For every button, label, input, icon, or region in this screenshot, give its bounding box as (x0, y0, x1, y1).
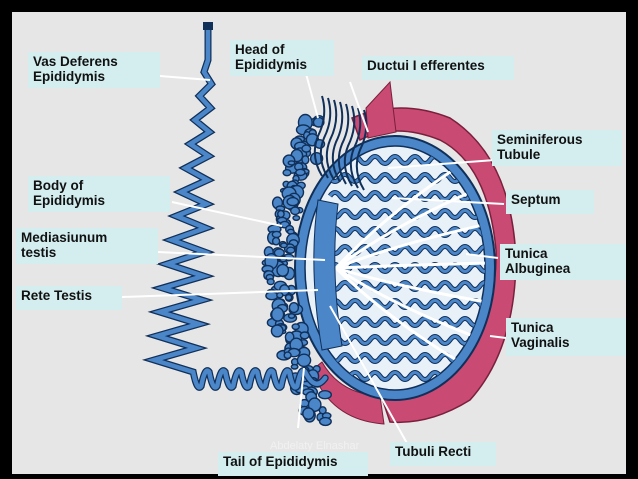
epididymis-coil (288, 302, 300, 314)
leader-rete (121, 289, 319, 298)
epididymis-coil (296, 353, 312, 368)
epididymis-coil (283, 351, 292, 360)
epididymis-coil (287, 160, 296, 166)
mediastinum-band (313, 199, 343, 351)
label-head-epididymis: Head of Epididymis (230, 40, 334, 76)
ductulus-efferens (313, 95, 326, 177)
epididymis-coil (302, 407, 315, 420)
vas-deferens-cap (203, 22, 213, 30)
epididymis-coil (270, 306, 285, 322)
tubule-lumen (328, 335, 485, 345)
label-ductuli-efferentes: Ductui I efferentes (362, 56, 514, 80)
leader-lines (121, 69, 507, 446)
leader-ductuli (349, 81, 369, 133)
leader-tubuli-recti (329, 305, 409, 446)
ductulus-efferens (325, 99, 338, 181)
epididymis-coil (270, 324, 284, 338)
ductulus-efferens (331, 101, 344, 183)
leader-tail (297, 367, 305, 429)
watermark-text: Abdelaty Elnashar (270, 440, 360, 452)
leader-body (171, 201, 283, 227)
epididymis-coil (276, 291, 284, 299)
leader-septum (391, 197, 505, 205)
ductulus-efferens (349, 107, 362, 189)
tubule-lumen (328, 209, 485, 219)
ductulus-efferens (355, 109, 368, 191)
tubule-lumen (328, 317, 485, 327)
label-septum: Septum (506, 190, 594, 214)
label-seminiferous-tubule: Seminiferous Tubule (492, 130, 622, 166)
tubule-lumen (328, 263, 485, 273)
label-mediastinum-testis: Mediasiunum testis (16, 228, 158, 264)
septum-line (335, 219, 485, 270)
label-vas-deferens: Vas Deferens Epididymis (28, 52, 160, 88)
label-tail-epididymis: Tail of Epididymis (218, 452, 368, 476)
epididymis-coil (290, 206, 301, 216)
epididymis-coil (295, 168, 306, 177)
leader-seminiferous (387, 159, 496, 169)
label-rete-testis: Rete Testis (16, 286, 122, 310)
ductulus-efferens (343, 105, 356, 187)
leader-tunica-albuginea (465, 253, 499, 259)
leader-tunica-vaginalis (489, 335, 507, 339)
tubule-lumen (328, 227, 485, 237)
septum-line (335, 261, 485, 270)
epididymis-coil (276, 209, 285, 219)
epididymis-coil (284, 294, 293, 302)
leader-mediastinum (157, 251, 326, 261)
epididymis-coil (287, 313, 296, 319)
epididymis-coil (271, 230, 282, 239)
leader-head (304, 69, 319, 119)
epididymis-coil (299, 331, 310, 340)
ductuli-wedge (365, 80, 397, 139)
epididymis-coil (292, 214, 301, 221)
tubule-lumen (328, 299, 485, 309)
epididymis-coil (266, 278, 275, 286)
tubule-lumen (328, 191, 485, 201)
epididymis-coil (276, 263, 290, 277)
epididymis-coil (301, 144, 312, 153)
epididymis-coil (279, 242, 288, 249)
epididymis-coil (265, 291, 279, 301)
vas-deferens-lumen (146, 25, 328, 390)
epididymis-coil (271, 236, 281, 246)
label-tunica-albuginea: Tunica Albuginea (500, 244, 626, 280)
ductulus-efferens (319, 97, 332, 179)
epididymis-coil (318, 416, 332, 427)
epididymis-coil (273, 248, 285, 258)
epididymis-coil (291, 323, 300, 331)
label-tunica-vaginalis: Tunica Vaginalis (506, 318, 626, 356)
epididymis-coil (282, 168, 292, 177)
epididymis-coil (286, 246, 296, 254)
label-body-epididymis: Body of Epididymis (28, 176, 170, 212)
label-tubuli-recti: Tubuli Recti (390, 442, 496, 466)
epididymis-coil (290, 363, 299, 370)
epididymis-coil (318, 390, 333, 400)
leader-vas-deferens (159, 75, 211, 81)
ductulus-efferens (337, 103, 350, 185)
epididymis-coil (286, 196, 300, 207)
septum-line (335, 266, 485, 306)
